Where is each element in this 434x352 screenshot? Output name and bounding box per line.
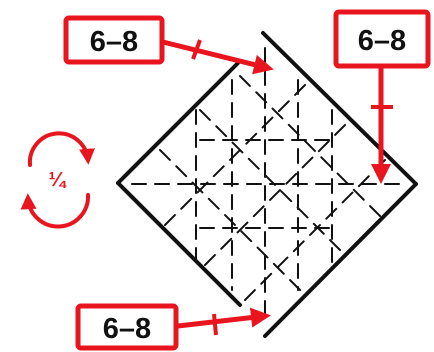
square-edge-upper-left — [116, 61, 240, 185]
square-edge-upper-right — [261, 31, 418, 186]
crease-diag-4 — [164, 84, 306, 226]
arrow-tick — [191, 39, 202, 60]
paper-square — [116, 31, 418, 338]
callout-top-left: 6–8 — [63, 15, 274, 75]
crease-pattern — [131, 47, 401, 323]
crease-diag-1 — [159, 149, 301, 291]
arrow-to-corner — [177, 307, 271, 329]
arrow-to-corner — [162, 39, 274, 75]
square-edge-lower-left — [116, 181, 242, 307]
arrow-tick — [212, 313, 218, 336]
callout-box — [75, 303, 179, 351]
rotate-cycle-icon — [20, 131, 95, 229]
callout-label: 6–8 — [103, 313, 151, 345]
callout-bottom: 6–8 — [75, 303, 271, 351]
crease-diag-2 — [199, 109, 341, 251]
callout-label: 6–8 — [358, 25, 406, 57]
callout-box — [63, 15, 165, 65]
callout-box — [333, 9, 431, 69]
callout-top-right: 6–8 — [333, 9, 431, 184]
crease-diag-6 — [244, 159, 386, 301]
crease-diag-3 — [239, 75, 381, 217]
callout-label: 6–8 — [90, 26, 138, 58]
rotate-fraction-label: ¼ — [49, 169, 68, 191]
square-edge-lower-right — [263, 182, 418, 338]
crease-diag-5 — [204, 124, 346, 266]
rotate-quarter-badge: ¼ — [20, 131, 95, 229]
